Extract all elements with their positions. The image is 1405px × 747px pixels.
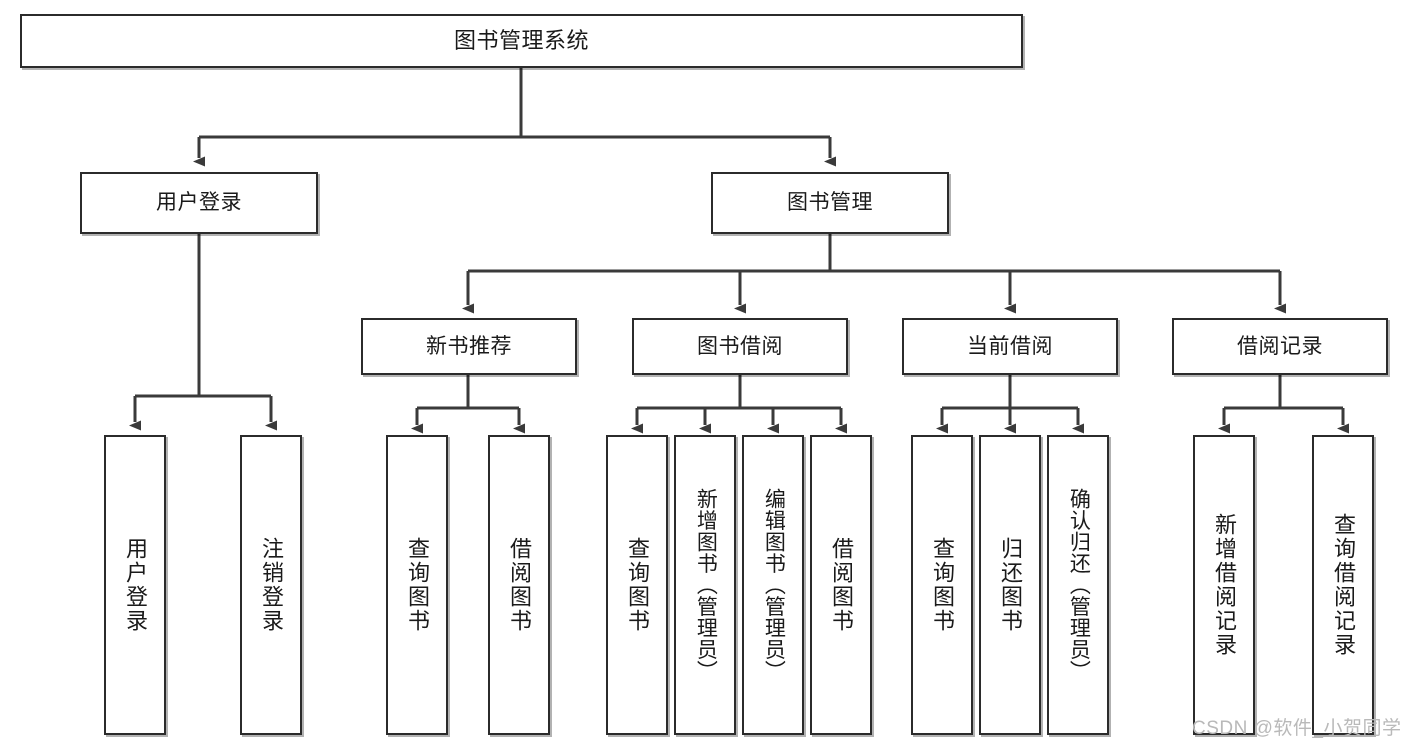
node-label: 用户登录	[122, 537, 148, 633]
node-label: 新书推荐	[426, 334, 512, 358]
node-new-book-recommend[interactable]: 新书推荐	[361, 318, 577, 375]
node-label: 归还图书	[997, 537, 1023, 633]
leaf-edit-book-admin[interactable]: 编辑图书（管理员）	[742, 435, 804, 735]
node-label: 查询图书	[929, 537, 955, 633]
node-label: 图书管理系统	[453, 27, 589, 53]
node-label: 新增借阅记录	[1211, 513, 1237, 657]
node-label: 编辑图书（管理员）	[762, 488, 786, 682]
node-label: 借阅记录	[1237, 334, 1323, 358]
leaf-add-book-admin[interactable]: 新增图书（管理员）	[674, 435, 736, 735]
leaf-query-book-new-recommend[interactable]: 查询图书	[386, 435, 448, 735]
node-label: 借阅图书	[828, 537, 854, 633]
node-borrow-record[interactable]: 借阅记录	[1172, 318, 1388, 375]
leaf-query-borrow-record[interactable]: 查询借阅记录	[1312, 435, 1374, 735]
node-book-management[interactable]: 图书管理	[711, 172, 949, 234]
leaf-borrow-book-new-recommend[interactable]: 借阅图书	[488, 435, 550, 735]
node-label: 用户登录	[156, 191, 242, 215]
node-label: 查询图书	[404, 537, 430, 633]
leaf-user-login[interactable]: 用户登录	[104, 435, 166, 735]
node-label: 查询借阅记录	[1330, 513, 1356, 657]
node-label: 确认归还（管理员）	[1067, 488, 1091, 682]
leaf-query-book-borrow[interactable]: 查询图书	[606, 435, 668, 735]
node-current-borrow[interactable]: 当前借阅	[902, 318, 1118, 375]
node-label: 注销登录	[258, 537, 284, 633]
leaf-confirm-return-admin[interactable]: 确认归还（管理员）	[1047, 435, 1109, 735]
leaf-borrow-book-borrow[interactable]: 借阅图书	[810, 435, 872, 735]
node-label: 新增图书（管理员）	[694, 488, 718, 682]
leaf-query-book-current[interactable]: 查询图书	[911, 435, 973, 735]
node-label: 图书管理	[787, 191, 873, 215]
node-label: 借阅图书	[506, 537, 532, 633]
node-book-borrow[interactable]: 图书借阅	[632, 318, 848, 375]
node-label: 查询图书	[624, 537, 650, 633]
node-label: 图书借阅	[697, 334, 783, 358]
node-root-book-management-system[interactable]: 图书管理系统	[20, 14, 1023, 68]
node-label: 当前借阅	[967, 334, 1053, 358]
leaf-logout-login[interactable]: 注销登录	[240, 435, 302, 735]
leaf-add-borrow-record[interactable]: 新增借阅记录	[1193, 435, 1255, 735]
node-user-login[interactable]: 用户登录	[80, 172, 318, 234]
leaf-return-book[interactable]: 归还图书	[979, 435, 1041, 735]
